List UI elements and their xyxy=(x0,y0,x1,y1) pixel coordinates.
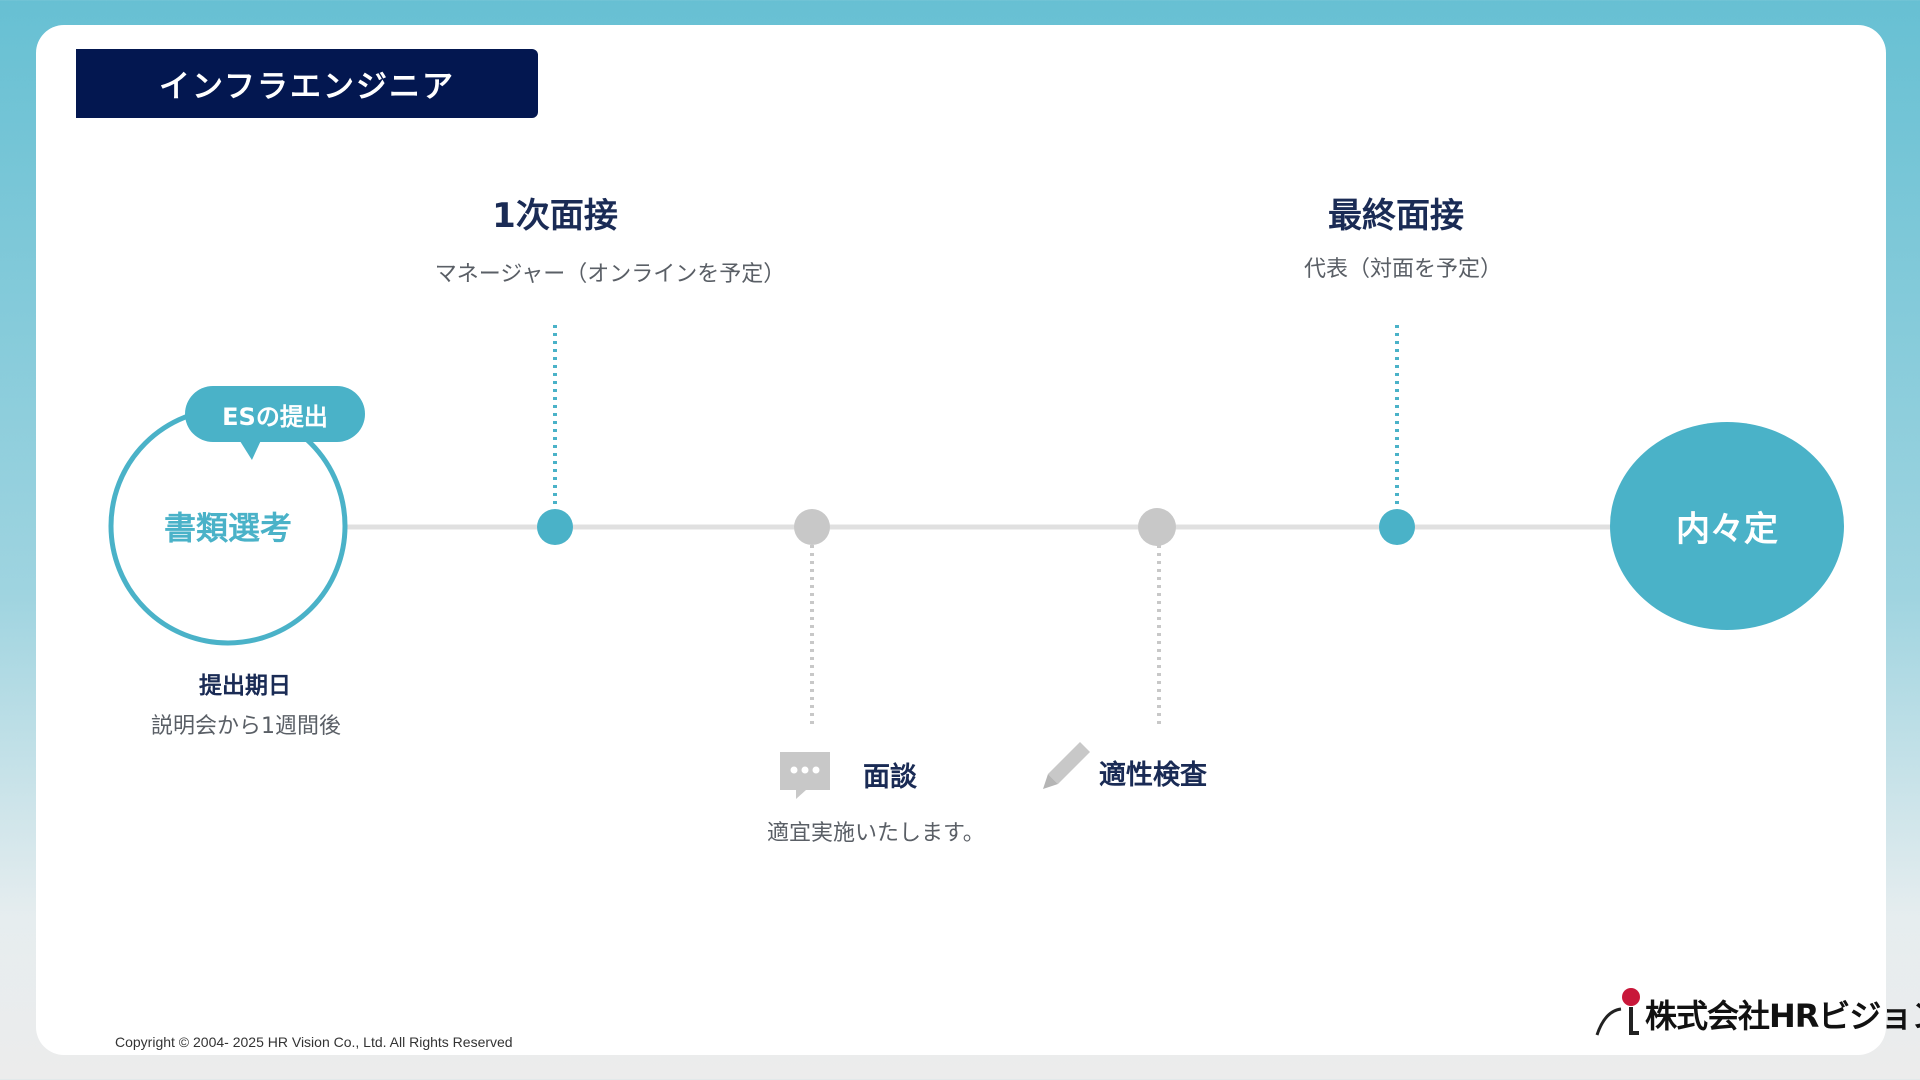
document-screening-label: 書類選考 xyxy=(163,509,293,547)
talk-note: 適宜実施いたします。 xyxy=(767,821,985,846)
node-first-interview xyxy=(537,509,573,545)
company-logo: 株式会社HRビジョン xyxy=(1595,985,1920,1041)
node-test xyxy=(1138,508,1176,546)
final-interview-title: 最終面接 xyxy=(1328,196,1464,236)
offer-label: 内々定 xyxy=(1676,509,1778,550)
page-title: インフラエンジニア xyxy=(76,49,538,118)
final-interview-subtitle: 代表（対面を予定） xyxy=(1303,257,1503,282)
es-submission-badge: ESの提出 xyxy=(185,386,365,442)
first-interview-title: 1次面接 xyxy=(492,196,618,236)
aptitude-test-title: 適性検査 xyxy=(1099,760,1207,791)
node-talk xyxy=(794,509,830,545)
copyright-text: Copyright © 2004- 2025 HR Vision Co., Lt… xyxy=(115,1034,513,1050)
company-name: 株式会社HRビジョン xyxy=(1645,997,1920,1035)
badge-tail xyxy=(238,438,266,460)
node-final-interview xyxy=(1379,509,1415,545)
pencil-icon xyxy=(1043,742,1090,789)
circle-offer xyxy=(1610,422,1844,630)
logo-mark xyxy=(1595,988,1640,1036)
first-interview-subtitle: マネージャー（オンラインを予定） xyxy=(434,262,786,287)
chat-bubble-icon xyxy=(780,752,830,799)
talk-title: 面談 xyxy=(863,762,917,793)
deadline-value: 説明会から1週間後 xyxy=(151,714,341,739)
deadline-label: 提出期日 xyxy=(199,673,291,699)
